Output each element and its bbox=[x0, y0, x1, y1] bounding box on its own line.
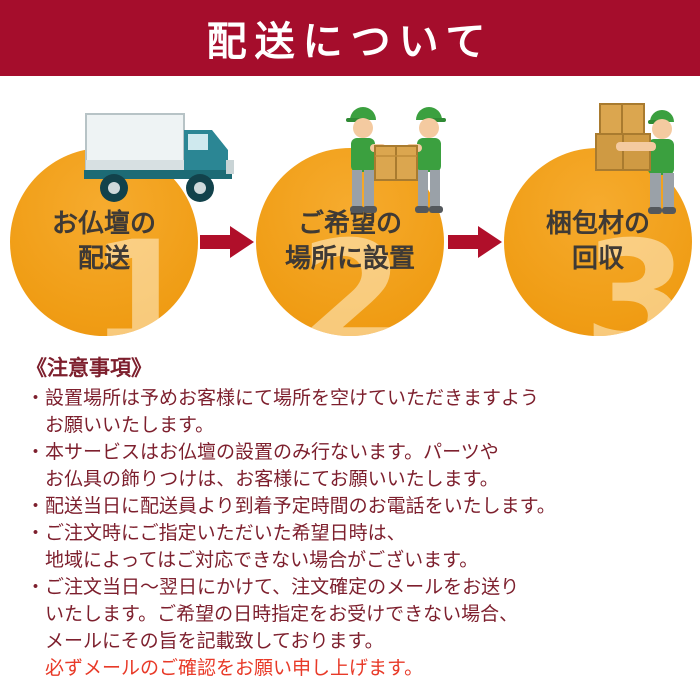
note-item: ・配送当日に配送員より到着予定時間のお電話をいたします。 bbox=[26, 495, 556, 517]
note-item: ・ご注文当日〜翌日にかけて、注文確定のメールをお送り いたします。ご希望の日時指… bbox=[26, 574, 690, 682]
note-item: ・ご注文時にご指定いただいた希望日時は、 地域によってはご対応できない場合がござ… bbox=[26, 522, 479, 571]
step-label-3: 梱包材の 回収 bbox=[545, 208, 650, 274]
right-arrow-icon bbox=[448, 226, 502, 258]
step-circle-2: 2 ご希望の 場所に設置 bbox=[256, 148, 444, 336]
email-confirmation-warning: 必ずメールのご確認をお願い申し上げます。 bbox=[45, 657, 424, 679]
bullet: ・ bbox=[26, 495, 46, 517]
step-number-3: 3 bbox=[583, 210, 688, 336]
note-item: ・設置場所は予めお客様にて場所を空けていただきますよう お願いいたします。 bbox=[26, 387, 540, 436]
step-number-1: 1 bbox=[89, 210, 194, 336]
note-item: ・本サービスはお仏壇の設置のみ行ないます。パーツや お仏具の飾りつけは、お客様に… bbox=[26, 441, 499, 490]
delivery-workers-icon bbox=[346, 107, 446, 213]
bullet: ・ bbox=[26, 441, 46, 463]
box-carrier-icon bbox=[595, 103, 676, 214]
step-label-2: ご希望の 場所に設置 bbox=[284, 208, 415, 274]
truck-icon bbox=[84, 113, 234, 202]
bullet: ・ bbox=[26, 576, 46, 598]
step-number-2: 2 bbox=[299, 210, 404, 336]
page-title: 配送について bbox=[206, 19, 494, 65]
right-arrow-icon bbox=[200, 226, 254, 258]
page-title-banner: 配送について bbox=[0, 0, 700, 76]
step-label-1: お仏壇の 配送 bbox=[51, 208, 156, 274]
bullet: ・ bbox=[26, 522, 46, 544]
notes-section: 《注意事項》 ・設置場所は予めお客様にて場所を空けていただきますよう お願いいた… bbox=[0, 344, 700, 682]
notes-heading: 《注意事項》 bbox=[26, 356, 152, 380]
delivery-steps-diagram: 1 お仏壇の 配送 2 ご希望の 場所に設置 3 梱包材の 回収 bbox=[0, 76, 700, 344]
bullet: ・ bbox=[26, 387, 46, 409]
